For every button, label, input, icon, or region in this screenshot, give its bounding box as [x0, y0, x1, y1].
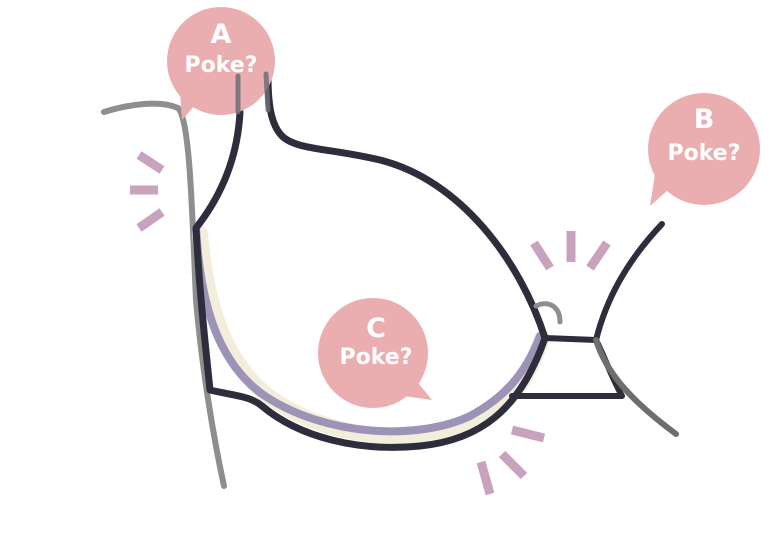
poke-mark — [530, 240, 554, 271]
bubble-c: C Poke? — [318, 298, 432, 408]
bubble-b-label: Poke? — [668, 141, 741, 166]
poke-mark — [476, 460, 495, 496]
bubble-a-tail — [180, 92, 196, 120]
band-line — [593, 337, 679, 437]
bubble-a-circle — [167, 7, 275, 115]
bubble-b-tail — [650, 168, 668, 206]
bubble-a-label: Poke? — [185, 53, 258, 78]
poke-mark — [136, 208, 165, 232]
bubble-c-circle — [318, 298, 428, 408]
poke-mark — [498, 450, 528, 480]
underwire-channel — [192, 224, 544, 436]
poke-marks-gore — [530, 231, 611, 271]
poke-mark — [510, 425, 546, 443]
strap-right — [263, 71, 271, 113]
poke-marks-left — [130, 151, 165, 232]
bubble-b-letter: B — [694, 104, 715, 135]
side-body-line — [101, 100, 227, 489]
bubble-c-letter: C — [366, 313, 386, 344]
bubble-c-label: Poke? — [340, 345, 413, 370]
bubble-a: A Poke? — [167, 7, 275, 120]
bubble-b-circle — [648, 93, 760, 205]
poke-marks-bottom — [476, 425, 546, 496]
cup-outline — [192, 72, 549, 451]
other-cup-edge — [593, 221, 665, 343]
bubble-a-letter: A — [211, 19, 232, 50]
poke-mark — [136, 151, 165, 174]
center-hook — [533, 301, 563, 325]
bubble-c-tail — [404, 378, 432, 400]
bubble-b: B Poke? — [648, 93, 760, 206]
poke-mark — [586, 240, 611, 271]
